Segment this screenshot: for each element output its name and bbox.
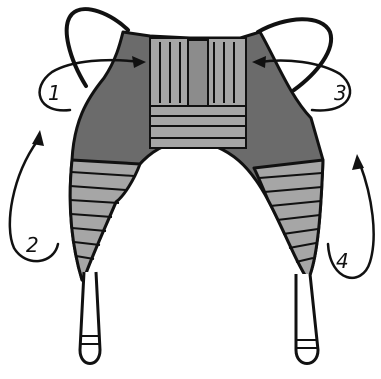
left-leg-strap	[80, 272, 100, 364]
left-leg-band	[70, 160, 140, 280]
step-1-label: 1	[48, 81, 61, 105]
step-2-label: 2	[26, 233, 39, 257]
step-3-label: 3	[334, 81, 347, 105]
step-4-arrowhead	[352, 154, 364, 170]
right-leg-strap	[296, 274, 318, 364]
step-2-arrowhead	[32, 130, 44, 146]
step-4-arrow	[328, 164, 374, 278]
back-panel-center	[188, 40, 208, 106]
step-4-label: 4	[336, 249, 349, 273]
